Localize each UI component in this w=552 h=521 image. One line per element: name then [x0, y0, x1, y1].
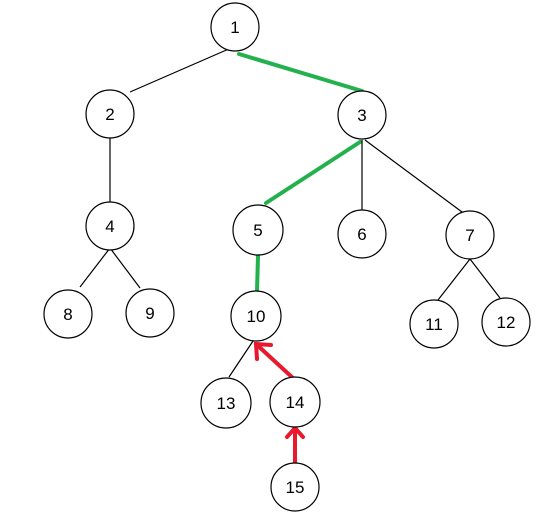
- edge-3-7: [364, 139, 463, 213]
- node-label: 6: [357, 225, 366, 244]
- node-label: 15: [286, 478, 305, 497]
- tree-node: 9: [125, 288, 175, 338]
- tree-node: 4: [85, 201, 135, 251]
- edge-10-13: [228, 340, 254, 378]
- edge-4-8: [79, 247, 111, 288]
- node-label: 11: [425, 315, 443, 334]
- edge-7-11: [437, 258, 471, 301]
- node-label: 2: [105, 105, 114, 124]
- tree-node: 7: [445, 210, 495, 260]
- tree-node: 2: [85, 89, 135, 139]
- node-label: 13: [217, 394, 236, 413]
- arrow-14-to-10: [253, 341, 296, 381]
- tree-node: 8: [43, 289, 93, 339]
- edge-7-12: [469, 258, 501, 299]
- tree-node: 1: [210, 2, 260, 52]
- edge-5-10-highlight: [255, 254, 260, 293]
- node-label: 9: [145, 304, 154, 323]
- edge-3-5-highlight: [264, 140, 362, 205]
- node-label: 12: [497, 313, 516, 332]
- tree-node: 12: [481, 297, 531, 347]
- node-label: 5: [253, 221, 262, 240]
- node-label: 7: [465, 226, 474, 245]
- tree-node: 6: [337, 209, 387, 259]
- edge-1-2: [129, 47, 232, 93]
- tree-node: 13: [200, 377, 252, 429]
- arrow-15-to-14: [285, 424, 305, 464]
- node-label: 10: [247, 307, 266, 326]
- edge-4-9: [109, 247, 141, 289]
- tree-node: 5: [232, 204, 284, 256]
- edge-1-3-highlight: [237, 52, 364, 93]
- edges-layer: [79, 47, 501, 464]
- nodes-layer: 1 2 3 4 5 6 7 8 9 10 11 12 13 14 15: [43, 2, 531, 512]
- tree-node: 15: [270, 462, 320, 512]
- node-label: 4: [105, 217, 114, 236]
- node-label: 14: [286, 393, 305, 412]
- tree-node: 14: [269, 376, 321, 428]
- node-label: 8: [63, 305, 72, 324]
- tree-node: 10: [230, 290, 282, 342]
- tree-node: 3: [337, 90, 387, 140]
- tree-node: 11: [409, 299, 459, 349]
- node-label: 1: [230, 18, 239, 37]
- node-label: 3: [357, 106, 366, 125]
